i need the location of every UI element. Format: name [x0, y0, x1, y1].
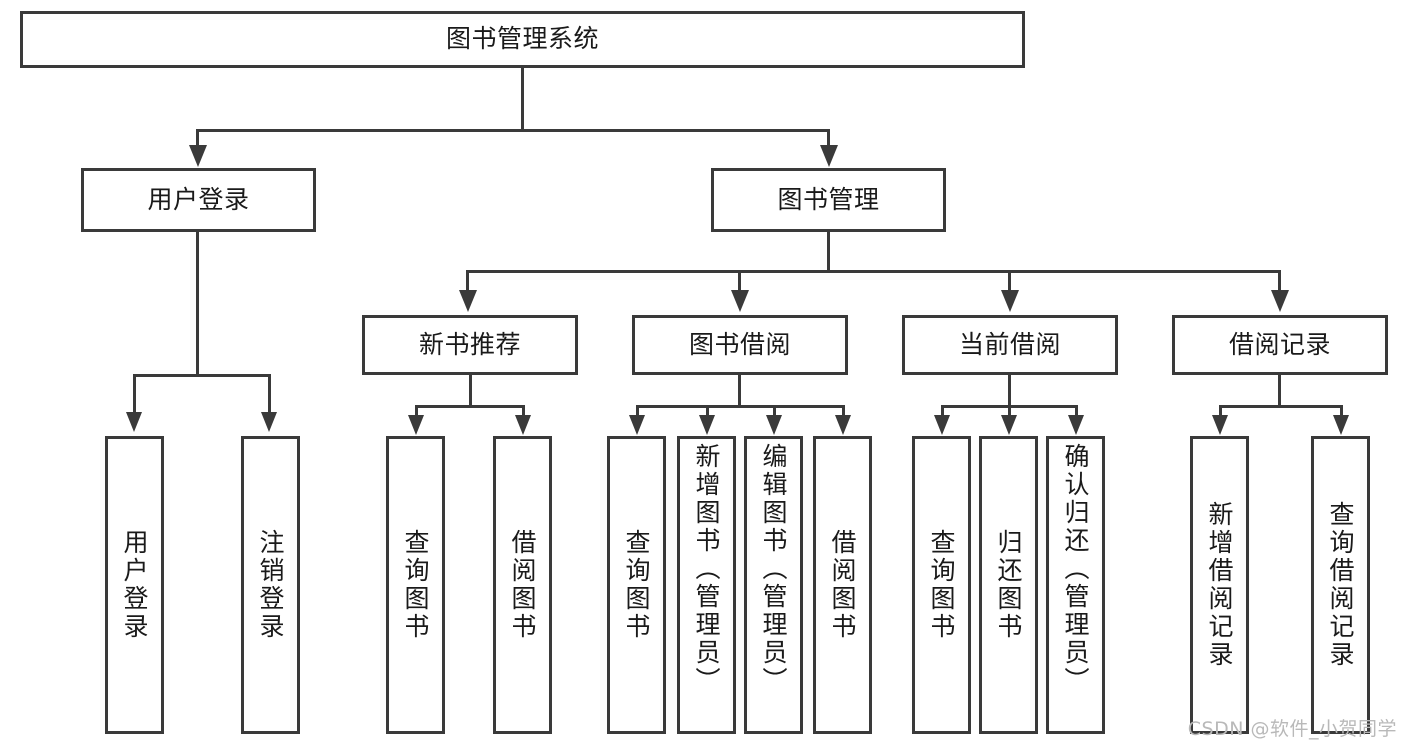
arrowhead-leaf-user-login [126, 412, 142, 432]
leaf-cb-return-book[interactable]: 归还图书 [979, 436, 1038, 734]
arrowhead-user-login [189, 145, 207, 167]
connector-root-stem [521, 68, 524, 132]
leaf-bb-borrow-book[interactable]: 借阅图书 [813, 436, 872, 734]
arrowhead-new-book [459, 290, 477, 312]
connector-level2-bar [466, 270, 1281, 273]
connector-drop-bb-query [636, 405, 639, 417]
arrowhead-cb-return [1001, 415, 1017, 435]
csdn-watermark: CSDN @软件_小贺同学 [1187, 718, 1397, 740]
node-book-management[interactable]: 图书管理 [711, 168, 946, 232]
arrowhead-bb-add [699, 415, 715, 435]
connector-drop-user-login [196, 129, 199, 147]
leaf-br-add-record[interactable]: 新增借阅记录 [1190, 436, 1249, 734]
leaf-br-query-record[interactable]: 查询借阅记录 [1311, 436, 1370, 734]
leaf-logout[interactable]: 注销登录 [241, 436, 300, 734]
node-book-borrow[interactable]: 图书借阅 [632, 315, 848, 375]
connector-drop-nb-query [415, 405, 418, 417]
connector-drop-cb-confirm [1075, 405, 1078, 417]
arrowhead-cb-confirm [1068, 415, 1084, 435]
arrowhead-leaf-logout [261, 412, 277, 432]
node-label: 用户登录 [147, 184, 250, 214]
connector-drop-br-add [1219, 405, 1222, 417]
arrowhead-book-manage [820, 145, 838, 167]
node-label: 确认归还（管理员） [1061, 443, 1090, 695]
arrowhead-br-query [1333, 415, 1349, 435]
connector-drop-br-query [1340, 405, 1343, 417]
connector-borrow-record-bar [1219, 405, 1343, 408]
node-borrow-record[interactable]: 借阅记录 [1172, 315, 1388, 375]
node-label: 查询借阅记录 [1326, 501, 1355, 669]
leaf-nb-borrow-book[interactable]: 借阅图书 [493, 436, 552, 734]
node-label: 图书管理系统 [445, 24, 599, 54]
connector-drop-bb-edit [773, 405, 776, 417]
arrowhead-nb-query [408, 415, 424, 435]
node-label: 新书推荐 [418, 329, 521, 359]
node-label: 查询图书 [927, 529, 956, 641]
leaf-bb-query-book[interactable]: 查询图书 [607, 436, 666, 734]
node-user-login[interactable]: 用户登录 [81, 168, 316, 232]
connector-user-login-stem [196, 232, 199, 377]
arrowhead-bb-edit [766, 415, 782, 435]
arrowhead-nb-borrow [515, 415, 531, 435]
node-label: 借阅图书 [508, 529, 537, 641]
node-new-book-recommend[interactable]: 新书推荐 [362, 315, 578, 375]
connector-book-borrow-bar [636, 405, 845, 408]
arrowhead-book-borrow [731, 290, 749, 312]
connector-drop-leaf-user-login [133, 374, 136, 414]
node-root-system[interactable]: 图书管理系统 [20, 11, 1025, 68]
node-label: 归还图书 [994, 529, 1023, 641]
connector-drop-book-manage [827, 129, 830, 147]
connector-user-login-bar [133, 374, 270, 377]
node-current-borrow[interactable]: 当前借阅 [902, 315, 1118, 375]
node-label: 借阅图书 [828, 529, 857, 641]
connector-book-borrow-stem [738, 375, 741, 407]
connector-drop-cb-return [1008, 405, 1011, 417]
connector-drop-current-borrow [1008, 270, 1011, 292]
connector-current-borrow-stem [1008, 375, 1011, 407]
leaf-cb-query-book[interactable]: 查询图书 [912, 436, 971, 734]
node-label: 查询图书 [401, 529, 430, 641]
connector-drop-bb-borrow [842, 405, 845, 417]
connector-new-book-stem [469, 375, 472, 407]
node-label: 查询图书 [622, 529, 651, 641]
node-label: 新增图书（管理员） [692, 443, 721, 695]
node-label: 借阅记录 [1228, 329, 1331, 359]
node-label: 新增借阅记录 [1205, 501, 1234, 669]
connector-borrow-record-stem [1278, 375, 1281, 407]
connector-drop-bb-add [706, 405, 709, 417]
connector-level1-bar [196, 129, 828, 132]
leaf-user-login[interactable]: 用户登录 [105, 436, 164, 734]
leaf-nb-query-book[interactable]: 查询图书 [386, 436, 445, 734]
leaf-bb-add-book[interactable]: 新增图书（管理员） [677, 436, 736, 734]
leaf-cb-confirm-return[interactable]: 确认归还（管理员） [1046, 436, 1105, 734]
arrowhead-bb-borrow [835, 415, 851, 435]
leaf-bb-edit-book[interactable]: 编辑图书（管理员） [744, 436, 803, 734]
connector-drop-cb-query [941, 405, 944, 417]
node-label: 用户登录 [120, 529, 149, 641]
connector-drop-new-book [466, 270, 469, 292]
arrowhead-bb-query [629, 415, 645, 435]
arrowhead-cb-query [934, 415, 950, 435]
connector-drop-book-borrow [738, 270, 741, 292]
connector-drop-borrow-record [1278, 270, 1281, 292]
arrowhead-current-borrow [1001, 290, 1019, 312]
connector-drop-leaf-logout [268, 374, 271, 414]
connector-book-manage-stem [827, 232, 830, 272]
connector-new-book-bar [415, 405, 525, 408]
node-label: 当前借阅 [958, 329, 1061, 359]
arrowhead-borrow-record [1271, 290, 1289, 312]
node-label: 图书管理 [777, 184, 880, 214]
connector-drop-nb-borrow [522, 405, 525, 417]
arrowhead-br-add [1212, 415, 1228, 435]
node-label: 注销登录 [256, 529, 285, 641]
node-label: 编辑图书（管理员） [759, 443, 788, 695]
node-label: 图书借阅 [688, 329, 791, 359]
